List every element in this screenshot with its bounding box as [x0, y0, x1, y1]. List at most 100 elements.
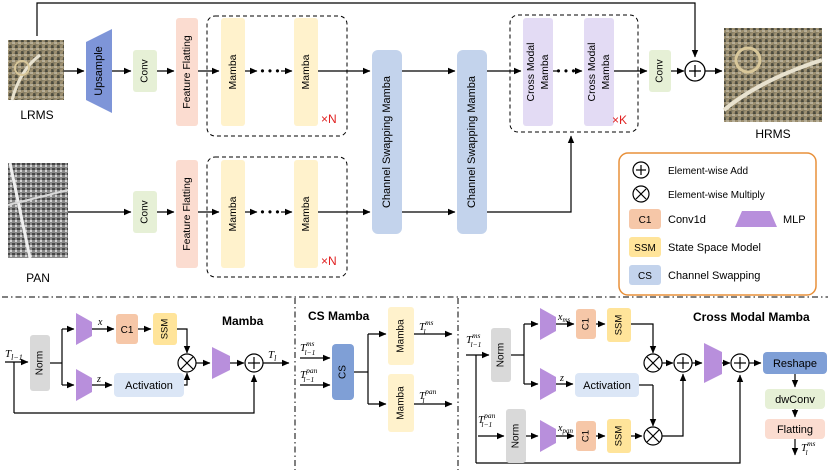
svg-text:Cross Modal: Cross Modal: [586, 43, 598, 102]
mamba-block-top-n: Mamba: [294, 18, 318, 126]
svg-text:x: x: [97, 317, 103, 328]
mamba-detail: Mamba Tl−1 Norm x C1 SSM z Acti: [5, 313, 290, 414]
legend-cs-label: Channel Swapping: [668, 270, 760, 282]
mamba-detail-title: Mamba: [222, 314, 264, 328]
lrms-label: LRMS: [20, 108, 53, 122]
ellipsis-bottom: • • •: [260, 205, 279, 219]
norm-block-cm-ms: Norm: [491, 328, 511, 382]
svg-text:Cross Modal: Cross Modal: [525, 43, 537, 102]
svg-text:SSM: SSM: [160, 319, 171, 340]
c1-block-mamba: C1: [116, 314, 138, 344]
svg-text:Mamba: Mamba: [396, 386, 407, 420]
svg-text:Feature Flatting: Feature Flatting: [181, 177, 193, 251]
svg-text:C1: C1: [581, 430, 592, 442]
mamba-block-cs-top: Mamba: [388, 307, 414, 365]
conv-block-top: Conv: [133, 50, 157, 92]
mlp-icon-mamba-top: [76, 313, 92, 345]
cs-block: CS: [332, 344, 354, 400]
activation-block-mamba: Activation: [114, 373, 184, 397]
legend: Element-wise Add Element-wise Multiply C…: [618, 152, 817, 296]
multiply-icon-legend: [632, 185, 650, 203]
mamba-block-cs-bottom: Mamba: [388, 374, 414, 432]
c1-block-cm-pan: C1: [576, 421, 596, 451]
svg-text:SSM: SSM: [634, 243, 656, 254]
mlp-icon-mamba-out: [212, 347, 230, 379]
mlp-icon-cm-out: [704, 343, 722, 383]
svg-text:Mamba: Mamba: [600, 54, 612, 89]
mlp-icon-mamba-bottom: [76, 369, 92, 401]
svg-text:xms: xms: [557, 312, 571, 324]
svg-text:Mamba: Mamba: [539, 54, 551, 89]
cross-modal-title: Cross Modal Mamba: [693, 310, 810, 324]
add-icon-cm-inner: [673, 353, 693, 373]
svg-text:Conv: Conv: [140, 200, 151, 223]
channel-swapping-mamba-1: Channel Swapping Mamba: [372, 50, 402, 234]
svg-text:xpan: xpan: [557, 423, 573, 435]
svg-text:Reshape: Reshape: [773, 358, 817, 370]
mamba-stack-bottom: [206, 156, 348, 278]
svg-text:Tl: Tl: [268, 349, 277, 363]
activation-block-cm: Activation: [575, 373, 639, 397]
ssm-block-cm-pan: SSM: [607, 419, 631, 453]
svg-text:Conv: Conv: [140, 59, 151, 82]
svg-text:Conv: Conv: [655, 59, 666, 82]
add-icon-cm-out: [730, 353, 750, 373]
svg-text:Mamba: Mamba: [396, 319, 407, 353]
pan-label: PAN: [26, 271, 50, 285]
add-icon-mamba: [244, 353, 264, 373]
mamba-block-bottom-1: Mamba: [221, 160, 245, 268]
multiply-icon-mamba: [177, 353, 197, 373]
mlp-icon-cm-pan: [540, 420, 556, 452]
multiply-icon-cm-pan: [643, 426, 663, 446]
ellipsis-cross-modal: • • •: [556, 64, 575, 78]
feature-flatting-bottom: Feature Flatting: [176, 160, 198, 268]
norm-block-mamba: Norm: [30, 335, 50, 391]
cross-modal-stack: [509, 14, 639, 133]
svg-text:z: z: [96, 374, 101, 385]
svg-text:SSM: SSM: [614, 426, 625, 447]
svg-text:C1: C1: [639, 215, 652, 226]
legend-mlp-label: MLP: [783, 214, 806, 226]
svg-text:Tl−1: Tl−1: [5, 348, 23, 362]
legend-ssm-label: State Space Model: [668, 242, 761, 254]
ssm-block-cm-ms: SSM: [607, 308, 631, 342]
svg-text:Channel Swapping Mamba: Channel Swapping Mamba: [381, 75, 393, 208]
svg-text:CS: CS: [338, 365, 349, 379]
mlp-icon-cm-z: [540, 368, 556, 400]
ellipsis-top: • • •: [260, 64, 279, 78]
mlp-icon-legend: [735, 211, 777, 227]
pan-image: [7, 162, 69, 259]
svg-text:Norm: Norm: [511, 424, 522, 448]
svg-text:Mamba: Mamba: [227, 196, 239, 231]
multiply-icon-cm-ms: [643, 353, 663, 373]
lrms-image: [8, 40, 64, 101]
svg-text:Flatting: Flatting: [777, 424, 813, 436]
dwconv-block: dwConv: [765, 389, 825, 409]
c1-block-cm-ms: C1: [576, 309, 596, 339]
svg-text:Norm: Norm: [35, 351, 46, 375]
svg-text:Activation: Activation: [583, 380, 631, 392]
svg-text:SSM: SSM: [614, 315, 625, 336]
add-icon-top: [684, 60, 706, 82]
svg-text:C1: C1: [121, 325, 134, 336]
legend-multiply-label: Element-wise Multiply: [668, 190, 765, 201]
svg-text:Mamba: Mamba: [227, 54, 239, 89]
mamba-stack-top: [206, 15, 348, 137]
svg-text:CS: CS: [638, 271, 652, 282]
ssm-block-mamba: SSM: [153, 313, 177, 345]
svg-text:Mamba: Mamba: [300, 54, 312, 89]
hrms-label: HRMS: [755, 127, 790, 141]
svg-text:z: z: [559, 373, 564, 384]
svg-text:Channel Swapping Mamba: Channel Swapping Mamba: [466, 75, 478, 208]
flatting-block: Flatting: [765, 419, 825, 439]
conv-block-final: Conv: [649, 50, 671, 92]
cross-modal-mamba-block-k: Cross Modal Mamba: [584, 18, 614, 126]
repeat-k: ×K: [612, 113, 627, 127]
svg-text:Activation: Activation: [125, 380, 173, 392]
